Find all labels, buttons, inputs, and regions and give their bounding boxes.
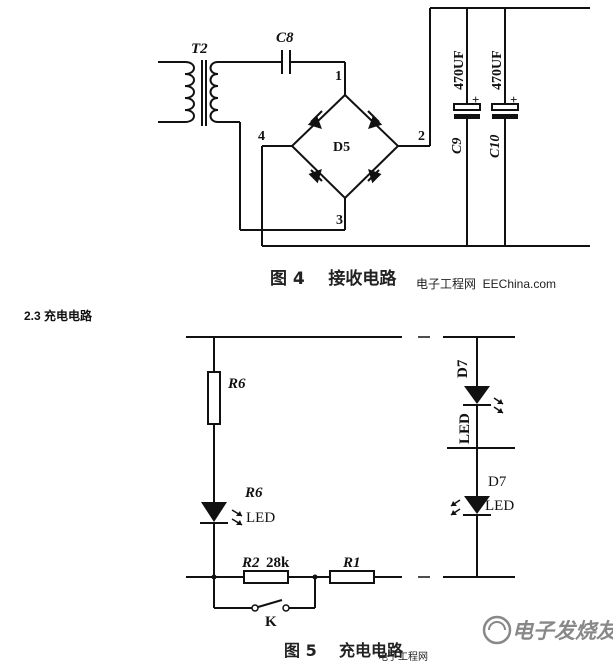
logo-icon <box>482 615 512 645</box>
label-c9-value: 470UF <box>452 50 467 90</box>
capacitor-c10 <box>491 8 519 246</box>
capacitor-c9 <box>453 8 481 246</box>
label-node-2: 2 <box>418 129 425 144</box>
transformer-secondary-coil <box>209 61 240 123</box>
label-r6-top: R6 <box>227 376 246 392</box>
resistor-r1 <box>329 570 375 584</box>
label-led-bottom: LED <box>485 498 514 514</box>
bridge-rectifier-d5 <box>290 94 400 200</box>
watermark-eechina: 电子工程网 EEChina.com <box>416 276 556 291</box>
switch-k-contact-left <box>251 604 259 612</box>
label-c10: C10 <box>488 135 503 158</box>
label-d5: D5 <box>333 140 350 155</box>
label-led-top: LED <box>457 413 473 444</box>
label-r2: R2 <box>241 555 260 571</box>
label-node-4: 4 <box>258 129 265 144</box>
label-c8: C8 <box>276 30 294 46</box>
label-node-1: 1 <box>335 69 342 84</box>
logo-text: 电子发烧友 <box>512 619 613 643</box>
resistor-r2 <box>243 570 289 584</box>
watermark-bottom: 电子工程网 <box>378 650 428 663</box>
led-d7-bottom <box>450 496 491 516</box>
label-t2: T2 <box>191 41 208 57</box>
transformer-primary-coil <box>158 61 195 123</box>
switch-k-contact-right <box>282 604 290 612</box>
switch-k-blade <box>257 599 283 608</box>
elecfans-logo: 电子发烧友 <box>482 615 613 645</box>
label-c10-value: 470UF <box>490 50 505 90</box>
section-heading-2-3: 2.3 充电电路 <box>24 309 93 323</box>
figure-5-caption: 图 5 充电电路 <box>284 641 404 660</box>
label-r1: R1 <box>342 555 361 571</box>
label-r2-value: 28k <box>266 555 290 571</box>
figure-4-receive-circuit: T2 C8 1 2 3 4 D5 C9 470UF + C10 470UF + … <box>158 7 590 291</box>
label-led-left: LED <box>246 510 275 526</box>
label-r6-mid: R6 <box>244 485 263 501</box>
label-c9-plus: + <box>472 92 479 107</box>
label-c9: C9 <box>450 138 465 154</box>
resistor-r6 <box>207 371 221 425</box>
led-d7-top <box>463 386 504 414</box>
label-c10-plus: + <box>510 92 517 107</box>
label-d7-top: D7 <box>455 359 471 378</box>
label-switch-k: K <box>265 614 277 630</box>
label-node-3: 3 <box>336 213 343 228</box>
led-left <box>200 502 243 526</box>
label-d7-bottom: D7 <box>488 474 507 490</box>
figure-4-caption: 图 4 接收电路 <box>270 268 397 289</box>
figure-5-charge-circuit: R6 R6 LED R2 28k R1 K D7 LED D7 LED 图 5 … <box>186 336 613 663</box>
